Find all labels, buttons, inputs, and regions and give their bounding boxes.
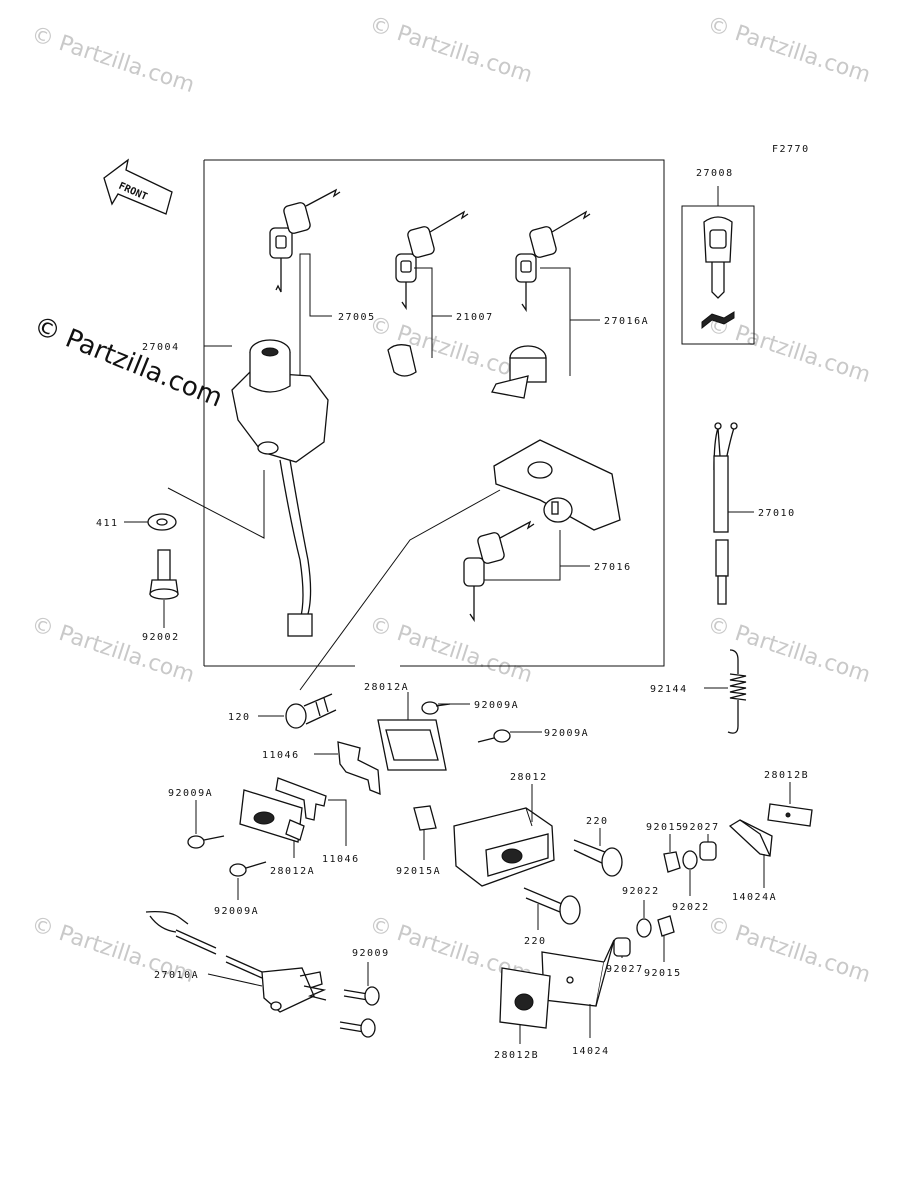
washer-411 — [147, 513, 177, 531]
part-label: 21007 — [456, 312, 494, 323]
frame-28012A-top — [377, 719, 447, 771]
collar-92027-bottom — [613, 937, 631, 957]
reflector-28012B-right — [767, 803, 813, 827]
seat-lock-27016 — [463, 439, 621, 623]
nut-92015-right — [663, 851, 681, 873]
assembly-outline — [204, 159, 665, 667]
part-label: 92022 — [672, 902, 710, 913]
part-label: 120 — [228, 712, 251, 723]
key-27008 — [701, 216, 735, 330]
part-label: 92015 — [646, 822, 684, 833]
part-label: 11046 — [322, 854, 360, 865]
figure-code: F2770 — [772, 144, 810, 155]
part-label: 92009A — [168, 788, 213, 799]
part-label: 92009A — [474, 700, 519, 711]
lamp-28012 — [453, 807, 555, 887]
bracket-11046-top — [337, 741, 381, 795]
front-arrow-icon: FRONT — [103, 158, 173, 215]
part-label: 92009A — [214, 906, 259, 917]
part-label: 92022 — [622, 886, 660, 897]
washer-92022-bottom — [636, 918, 652, 938]
bracket-14024A — [728, 819, 773, 857]
switch-27010 — [713, 422, 738, 605]
part-label: 92015A — [396, 866, 441, 877]
part-label: 411 — [96, 518, 119, 529]
bolt-220-bottom — [523, 887, 581, 925]
lamp-28012A-left — [239, 789, 305, 843]
part-label: 28012B — [764, 770, 809, 781]
part-label: 14024 — [572, 1046, 610, 1057]
watermark-text: © Partzilla.com — [28, 612, 197, 688]
watermark-text-dark: © Partzilla.com — [29, 311, 226, 414]
part-label: 220 — [524, 936, 547, 947]
bracket-14024 — [541, 939, 615, 1007]
part-label: 27010A — [154, 970, 199, 981]
part-label: 92027 — [606, 964, 644, 975]
watermark-text: © Partzilla.com — [366, 612, 535, 688]
switch-27010A — [145, 910, 327, 1013]
part-label: 27008 — [696, 168, 734, 179]
part-label: 27010 — [758, 508, 796, 519]
bolt-120 — [285, 693, 337, 729]
part-labels: 27008 27005 21007 27016A 27004 27010 411… — [96, 168, 809, 1061]
part-label: 11046 — [262, 750, 300, 761]
part-label: 27004 — [142, 342, 180, 353]
part-label: 92027 — [682, 822, 720, 833]
part-label: 92009 — [352, 948, 390, 959]
bolt-92002 — [149, 549, 179, 600]
part-label: 27005 — [338, 312, 376, 323]
watermark-text: © Partzilla.com — [28, 22, 197, 98]
part-label: 27016 — [594, 562, 632, 573]
part-label: 14024A — [732, 892, 777, 903]
watermark-text: © Partzilla.com — [366, 12, 535, 88]
watermark-text: © Partzilla.com — [704, 912, 873, 988]
part-label: 220 — [586, 816, 609, 827]
nut-92015-bottom — [657, 915, 675, 937]
watermark-text: © Partzilla.com — [704, 312, 873, 388]
part-label: 92002 — [142, 632, 180, 643]
part-label: 28012 — [510, 772, 548, 783]
nut-92015A — [413, 805, 437, 831]
bolt-220-top — [573, 839, 623, 877]
spring-92144 — [727, 649, 747, 734]
watermark-text: © Partzilla.com — [704, 12, 873, 88]
screws-92009 — [339, 986, 380, 1038]
ignition-switch — [231, 339, 329, 637]
washer-92022-right — [682, 850, 698, 870]
screws-92009A-left — [187, 835, 267, 877]
bracket-11046-bottom — [275, 777, 327, 821]
key-set-27016A — [491, 210, 591, 399]
part-label: 92015 — [644, 968, 682, 979]
part-label: 27016A — [604, 316, 649, 327]
part-label: 28012B — [494, 1050, 539, 1061]
part-label: 92009A — [544, 728, 589, 739]
part-label: 92144 — [650, 684, 688, 695]
watermark-text: © Partzilla.com — [704, 612, 873, 688]
key-set-21007 — [387, 210, 469, 377]
reflector-28012B-bottom — [499, 967, 551, 1029]
part-label: 28012A — [270, 866, 315, 877]
collar-92027-right — [699, 841, 717, 861]
key-set-27005 — [269, 188, 341, 293]
part-label: 28012A — [364, 682, 409, 693]
